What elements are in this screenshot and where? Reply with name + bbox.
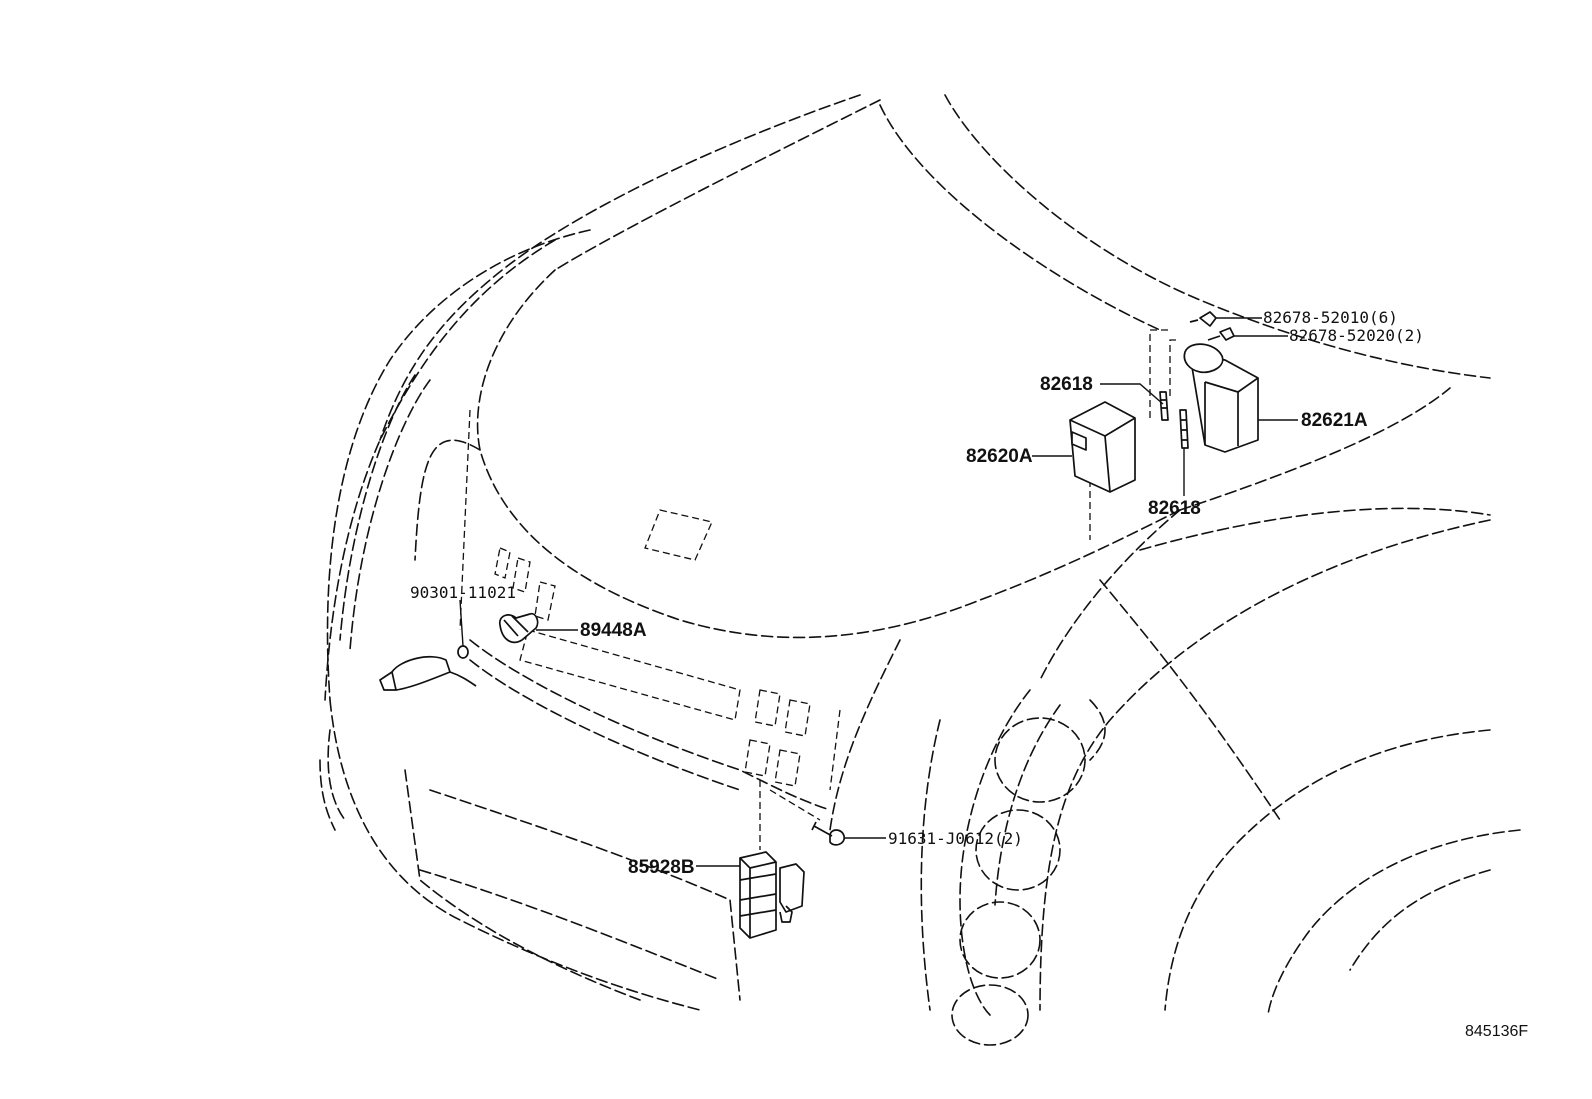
label-91631-J0612[interactable]: 91631-J0612(2) xyxy=(888,829,1023,848)
part-82678-52020-bolt[interactable] xyxy=(1207,327,1235,341)
part-89448A-sensor[interactable] xyxy=(499,612,539,644)
label-82678-52010[interactable]: 82678-52010(6) xyxy=(1263,308,1398,327)
part-91631-J0612-screw[interactable] xyxy=(811,821,845,846)
label-85928B[interactable]: 85928B xyxy=(628,857,695,878)
part-85928B-unit[interactable] xyxy=(739,851,805,939)
label-82621A[interactable]: 82621A xyxy=(1301,410,1368,431)
part-82621A-bracket[interactable] xyxy=(1183,343,1259,453)
label-82678-52020[interactable]: 82678-52020(2) xyxy=(1289,326,1424,345)
harness-connector xyxy=(379,655,477,691)
vehicle-body-outline xyxy=(319,94,1521,1046)
label-82618-lower[interactable]: 82618 xyxy=(1148,498,1201,519)
label-89448A[interactable]: 89448A xyxy=(580,620,647,641)
label-90301-11021[interactable]: 90301-11021 xyxy=(410,583,516,602)
label-82618-upper[interactable]: 82618 xyxy=(1040,374,1093,395)
part-90301-11021-grommet[interactable] xyxy=(457,645,469,659)
label-82620A[interactable]: 82620A xyxy=(966,446,1033,467)
part-82618-clip-lower[interactable] xyxy=(1179,409,1189,449)
part-82620A-module[interactable] xyxy=(1069,401,1136,493)
leader-lines xyxy=(459,317,1298,867)
part-82678-52010-screw[interactable] xyxy=(1189,311,1217,327)
part-labels: 82678-52010(6) 82678-52020(2) 82618 8262… xyxy=(410,308,1528,1040)
part-82618-clip-upper[interactable] xyxy=(1159,391,1169,421)
figure-code: 845136F xyxy=(1465,1023,1528,1040)
